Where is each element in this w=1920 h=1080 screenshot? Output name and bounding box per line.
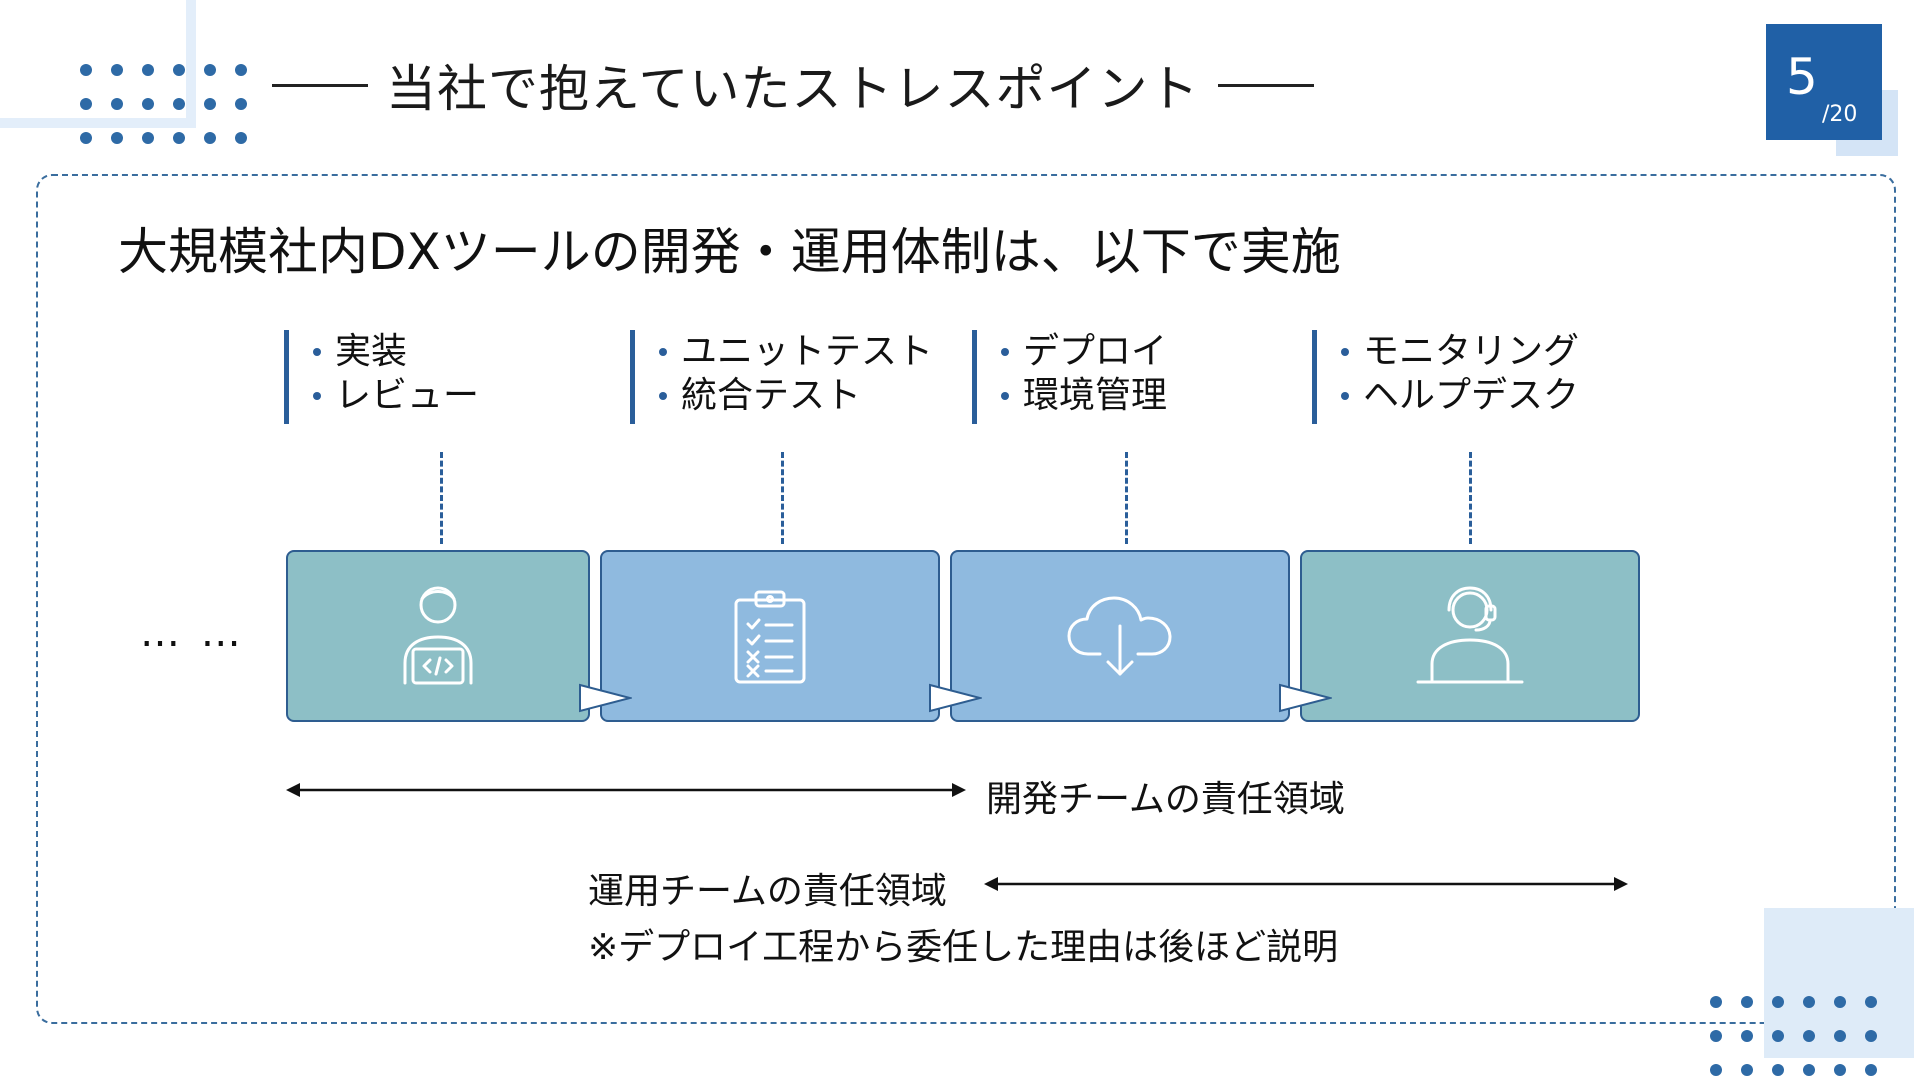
task-group-testing: ユニットテスト 統合テスト [630,330,933,424]
explanation-note: ※デプロイ工程から委任した理由は後ほど説明 [588,927,1339,968]
page-number-badge: 5 /20 [1766,24,1882,140]
decor-dot-grid-top [80,64,247,144]
developer-laptop-icon [403,586,473,685]
clipboard-checklist-icon [734,590,806,684]
task-item: ヘルプデスク [1341,374,1579,418]
task-item: レビュー [313,374,479,418]
bullet-dot [659,348,667,356]
task-item: 環境管理 [1001,374,1167,418]
content-frame [36,174,1896,1024]
decor-dot-grid-bottom [1710,996,1877,1076]
task-item-text: 統合テスト [681,375,862,416]
bullet-dot [1001,348,1009,356]
task-item: 実装 [313,330,479,374]
decor-bar-vertical [186,0,196,128]
task-item: モニタリング [1341,330,1579,374]
page-number: 5 [1786,48,1818,106]
dev-scope-label: 開発チームの責任領域 [986,779,1345,820]
flow-chevron-icon [579,683,632,713]
task-item-text: レビュー [335,375,480,416]
ellipsis: … … [140,610,245,656]
content-heading: 大規模社内DXツールの開発・運用体制は、以下で実施 [118,223,1341,281]
task-item-text: ヘルプデスク [1363,375,1580,416]
phase-deployment-box [950,550,1290,722]
dev-scope-arrow [286,783,966,797]
task-group-implementation: 実装 レビュー [284,330,479,424]
title-rule-right [1217,83,1314,87]
connector-dashed [440,452,443,544]
cloud-download-icon [1067,596,1172,676]
task-group-deployment: デプロイ 環境管理 [972,330,1167,424]
bullet-dot [1341,392,1349,400]
flow-chevron-icon [1279,683,1332,713]
task-group-operations: モニタリング ヘルプデスク [1312,330,1579,424]
headset-support-icon [1416,586,1524,684]
bullet-dot [659,392,667,400]
flow-chevron-icon [929,683,982,713]
ops-scope-label: 運用チームの責任領域 [588,871,947,912]
task-item: ユニットテスト [659,330,933,374]
bullet-dot [313,348,321,356]
ops-scope-arrow [984,877,1628,891]
slide-title-text: 当社で抱えていたストレスポイント [386,60,1200,118]
connector-dashed [1469,452,1472,544]
task-item-text: ユニットテスト [681,331,934,372]
task-item-text: 実装 [335,331,408,372]
task-item: 統合テスト [659,374,933,418]
bullet-dot [1001,392,1009,400]
connector-dashed [781,452,784,544]
task-item-text: デプロイ [1023,331,1168,372]
phase-testing-box [600,550,940,722]
slide-title: 当社で抱えていたストレスポイント [272,50,1314,120]
bullet-dot [313,392,321,400]
task-item-text: モニタリング [1363,331,1580,372]
phase-operations-box [1300,550,1640,722]
task-item: デプロイ [1001,330,1167,374]
bullet-dot [1341,348,1349,356]
decor-bar-horizontal [0,118,196,128]
phase-implementation-box [286,550,590,722]
title-rule-left [272,83,368,87]
connector-dashed [1125,452,1128,544]
page-total: /20 [1822,102,1858,127]
task-item-text: 環境管理 [1023,375,1168,416]
